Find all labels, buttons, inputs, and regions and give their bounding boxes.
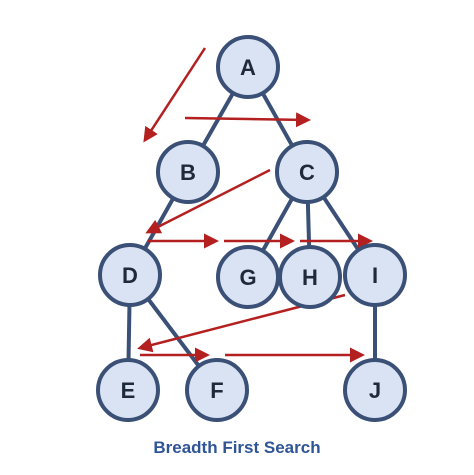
node-label: J [369,378,381,403]
diagram-caption: Breadth First Search [153,438,321,457]
node-circle [343,243,407,307]
node-a: A [216,35,280,99]
node-e: E [96,358,160,422]
node-label: G [239,265,256,290]
node-circle [216,35,280,99]
node-label: H [302,265,318,290]
node-b: B [156,140,220,204]
node-j: J [343,358,407,422]
node-circle [156,140,220,204]
node-h: H [278,245,342,309]
traversal-arrow [184,112,311,128]
node-circle [98,243,162,307]
node-label: A [240,55,256,80]
node-c: C [275,140,339,204]
node-label: F [210,378,223,403]
node-label: I [372,263,378,288]
node-circle [275,140,339,204]
node-i: I [343,243,407,307]
traversal-arrow [145,168,271,234]
node-circle [343,358,407,422]
node-label: B [180,160,196,185]
node-label: E [121,378,136,403]
node-circle [96,358,160,422]
node-circle [278,245,342,309]
node-g: G [216,245,280,309]
node-d: D [98,243,162,307]
node-label: D [122,263,138,288]
node-circle [185,358,249,422]
node-label: C [299,160,315,185]
tree-nodes: A B C D G H I E F J [96,35,407,422]
node-f: F [185,358,249,422]
traversal-arrows [137,47,373,363]
traversal-arrow [143,47,207,143]
